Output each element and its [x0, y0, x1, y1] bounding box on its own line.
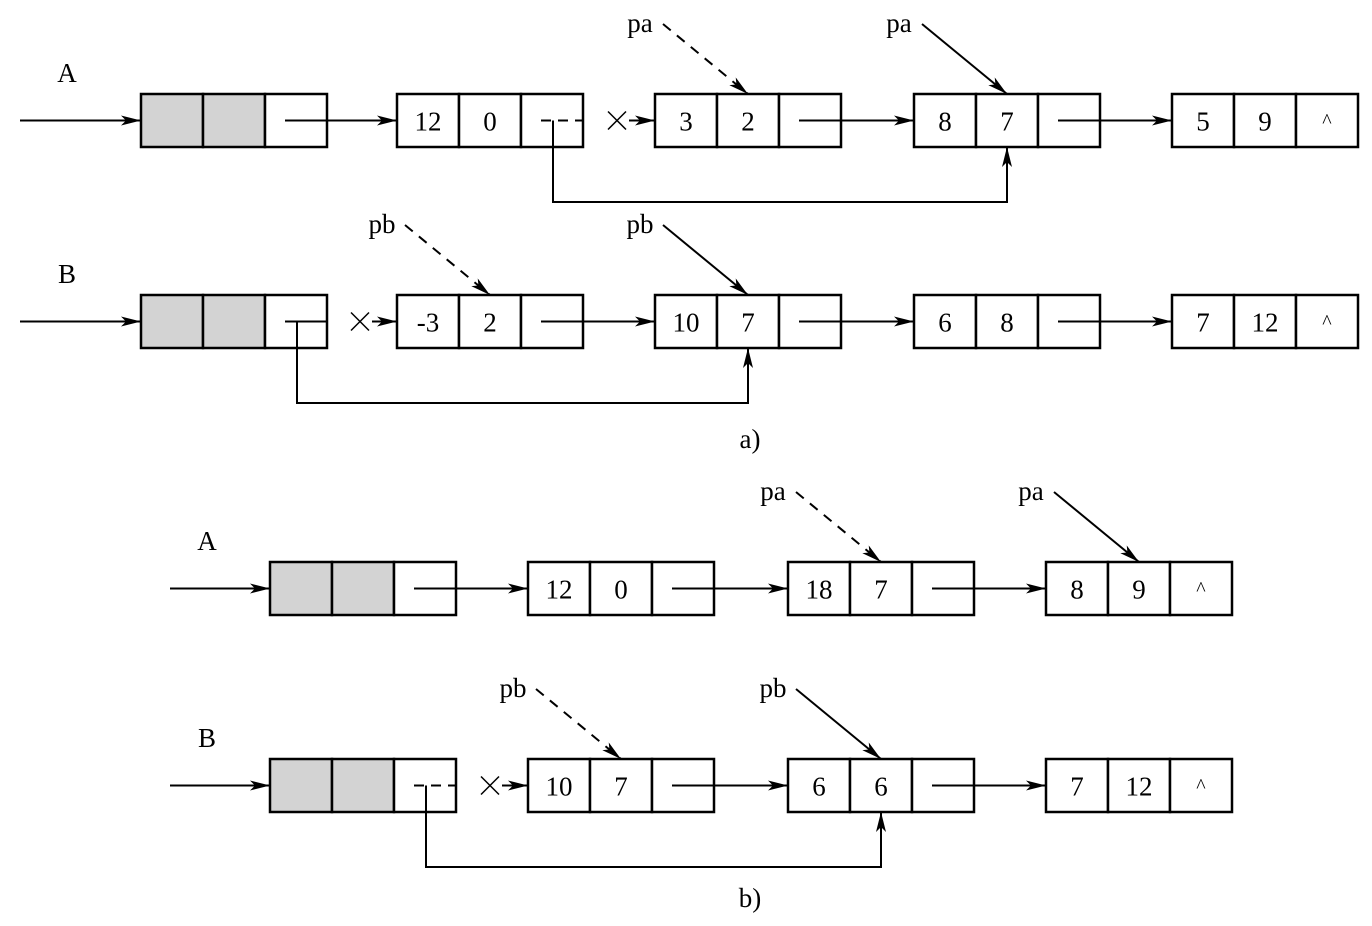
node-exp: 0	[483, 107, 497, 137]
bypass-link-arrow	[425, 785, 886, 868]
node-coef: 8	[1070, 575, 1084, 605]
node-exp: 9	[1132, 575, 1146, 605]
node-exp: 7	[741, 308, 755, 338]
node-coef: 5	[1196, 107, 1210, 137]
pointer-arrow-pa	[921, 23, 1008, 95]
list-name-A: A	[197, 526, 217, 556]
null-pointer-symbol: ^	[1322, 312, 1332, 334]
pointer-label-pb: pb	[500, 673, 527, 703]
cross-mark-icon	[480, 775, 500, 796]
node-exp: 7	[1000, 107, 1014, 137]
node-coef: 18	[806, 575, 833, 605]
null-pointer-symbol: ^	[1196, 776, 1206, 798]
pointer-label-pb: pb	[369, 209, 396, 239]
node-coef: 12	[415, 107, 442, 137]
node-cell	[1044, 757, 1110, 814]
head-node-cell	[201, 293, 267, 350]
node-coef: 6	[812, 772, 826, 802]
pointer-label-pa: pa	[1018, 476, 1044, 506]
node-exp: 0	[614, 575, 628, 605]
bypass-link-arrow	[552, 120, 1012, 203]
pointer-arrow-pb	[535, 688, 622, 760]
node-coef: 3	[679, 107, 693, 137]
pointer-label-pb: pb	[627, 209, 654, 239]
node-cell	[1106, 757, 1172, 814]
pointer-label-pa: pa	[760, 476, 786, 506]
pointer-arrow-pa	[1053, 491, 1140, 563]
pointer-arrow-pb	[404, 224, 491, 296]
list-name-B: B	[58, 259, 76, 289]
node-cell	[395, 293, 461, 350]
pointer-arrow-pb	[795, 688, 882, 760]
null-pointer-symbol: ^	[1322, 111, 1332, 133]
head-node-cell	[139, 293, 205, 350]
node-coef: -3	[417, 308, 440, 338]
pointer-arrow-pb	[662, 224, 749, 296]
node-exp: 2	[741, 107, 755, 137]
node-cell	[457, 92, 523, 149]
node-coef: 7	[1070, 772, 1084, 802]
cross-mark-icon	[607, 110, 627, 131]
node-cell	[1170, 293, 1236, 350]
pointer-label-pa: pa	[886, 8, 912, 38]
node-exp: 2	[483, 308, 497, 338]
node-coef: 8	[938, 107, 952, 137]
list-name-A: A	[57, 58, 77, 88]
node-cell	[653, 293, 719, 350]
node-coef: 10	[546, 772, 573, 802]
node-cell	[1106, 560, 1172, 617]
node-cell	[1168, 757, 1234, 814]
head-node-cell	[139, 92, 205, 149]
node-exp: 7	[874, 575, 888, 605]
pointer-label-pb: pb	[760, 673, 787, 703]
node-exp: 12	[1126, 772, 1153, 802]
head-node-cell	[268, 560, 334, 617]
node-cell	[1168, 560, 1234, 617]
pointer-arrow-pa	[662, 23, 749, 95]
head-node-cell	[268, 757, 334, 814]
node-cell	[588, 757, 654, 814]
list-name-B: B	[198, 723, 216, 753]
head-node-cell	[201, 92, 267, 149]
pointer-arrow-pa	[795, 491, 882, 563]
node-cell	[848, 560, 914, 617]
node-coef: 12	[546, 575, 573, 605]
node-exp: 7	[614, 772, 628, 802]
node-exp: 9	[1258, 107, 1272, 137]
head-node-cell	[330, 757, 396, 814]
node-coef: 7	[1196, 308, 1210, 338]
caption-a: a)	[740, 424, 761, 454]
caption-b: b)	[739, 883, 762, 913]
node-cell	[974, 92, 1040, 149]
head-node-cell	[330, 560, 396, 617]
node-cell	[1294, 92, 1360, 149]
pointer-label-pa: pa	[627, 8, 653, 38]
node-exp: 12	[1252, 308, 1279, 338]
node-exp: 8	[1000, 308, 1014, 338]
node-cell	[1232, 293, 1298, 350]
null-pointer-symbol: ^	[1196, 579, 1206, 601]
node-coef: 10	[673, 308, 700, 338]
cross-mark-icon	[350, 311, 370, 332]
node-cell	[1294, 293, 1360, 350]
node-exp: 6	[874, 772, 888, 802]
bypass-link-arrow	[296, 321, 753, 404]
node-coef: 6	[938, 308, 952, 338]
node-cell	[457, 293, 523, 350]
